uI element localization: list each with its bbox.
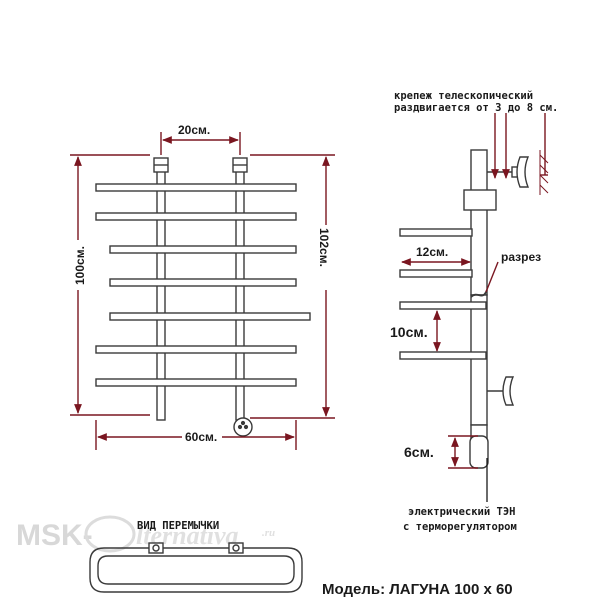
width-label: 60см. [185, 430, 217, 444]
heater-label-line2: с терморегулятором [403, 521, 517, 533]
side-fitting-block [463, 189, 497, 211]
side-shelf [399, 301, 487, 310]
front-bar [109, 312, 311, 321]
side-view [399, 149, 549, 469]
section-label: разрез [501, 250, 541, 264]
side-collector-lower [470, 294, 488, 426]
front-bar [95, 345, 297, 354]
watermark-brand: MSK- [16, 519, 93, 552]
side-collector-upper [470, 149, 488, 296]
side-dimensions [401, 113, 548, 469]
side-shelf [399, 228, 473, 237]
watermark-suffix: .ru [262, 527, 275, 539]
lower-mount-flange [502, 376, 515, 406]
height-label: 100см. [73, 246, 87, 285]
bridge-title: ВИД ПЕРЕМЫЧКИ [137, 520, 219, 532]
bridge-view [89, 542, 303, 593]
watermark-a-circle [84, 515, 136, 553]
bridge-inner [97, 555, 295, 585]
front-view [95, 157, 311, 437]
wall [539, 150, 549, 195]
front-bar [109, 245, 297, 254]
heater-body [469, 435, 489, 469]
connection-distance-label: 20см. [178, 123, 210, 137]
heater-length-label: 6см. [404, 444, 434, 460]
heater-connector [233, 417, 253, 437]
total-height-label: 102см. [317, 228, 331, 267]
front-bar [95, 183, 297, 192]
front-bar [95, 378, 297, 387]
shelf-gap-label: 10см. [390, 324, 428, 340]
shelf-depth-label: 12см. [416, 245, 448, 259]
side-shelf [399, 351, 487, 360]
mount-label-line2: раздвигается от 3 до 8 см. [394, 102, 558, 114]
side-shelves [399, 228, 487, 360]
side-shelf [399, 269, 473, 278]
front-bars [95, 183, 311, 387]
upper-mount-flange [516, 156, 530, 188]
heater-label-line1: электрический ТЭН [408, 506, 515, 518]
front-bar [109, 278, 297, 287]
mount-label-line1: крепеж телескопический [394, 90, 533, 102]
front-dimensions [70, 132, 335, 450]
model-label: Модель: ЛАГУНА 100 х 60 [322, 581, 513, 598]
front-bar [95, 212, 297, 221]
bridge-outer [89, 547, 303, 593]
